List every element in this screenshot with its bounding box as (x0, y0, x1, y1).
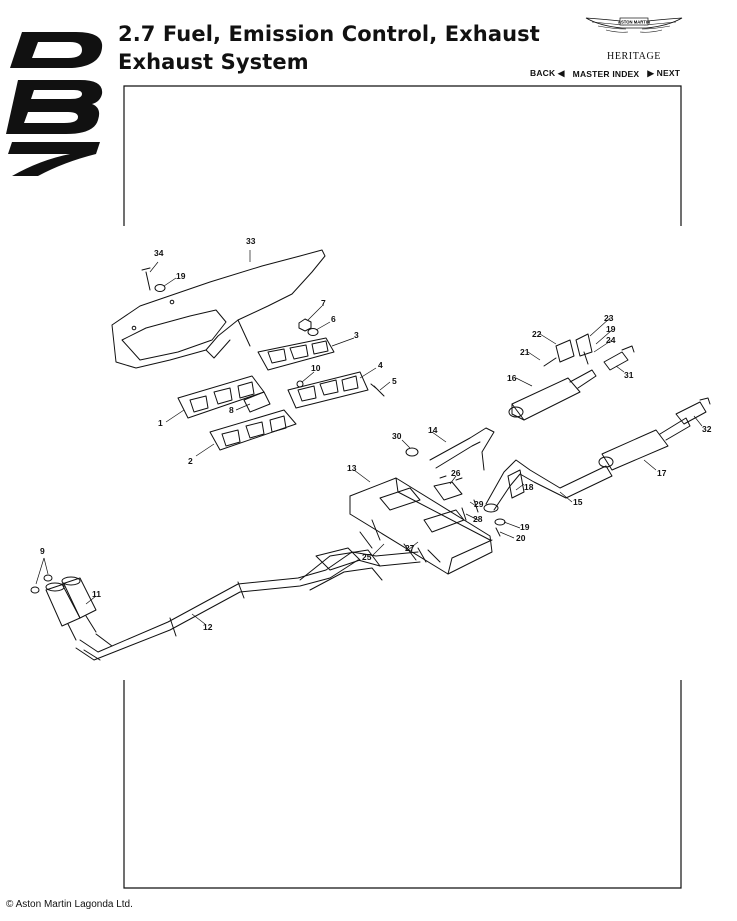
rear-silencer-16-part (508, 369, 597, 421)
catalyst-11-part (45, 576, 97, 641)
callout-20: 20 (516, 533, 526, 543)
bolt-34-part (141, 267, 151, 291)
gasket-4-part (287, 371, 369, 409)
next-label: NEXT (656, 68, 681, 78)
gasket-9a-part (30, 586, 40, 594)
washer-19b-part (494, 518, 506, 526)
callout-2: 2 (188, 456, 193, 466)
page-navigation: BACK ◀ MASTER INDEX ▶ NEXT (530, 68, 680, 79)
callout-1: 1 (158, 418, 163, 428)
tailpipe-32-part (675, 397, 711, 425)
heat-shield-part (111, 249, 326, 369)
next-button[interactable]: ▶ NEXT (647, 68, 680, 79)
callout-5: 5 (392, 376, 397, 386)
callout-13: 13 (347, 463, 357, 473)
bracket-23-part (575, 333, 593, 357)
washer-19-part (154, 284, 166, 292)
next-arrow-icon: ▶ (647, 68, 655, 78)
callout-29: 29 (474, 499, 484, 509)
callout-32: 32 (702, 424, 712, 434)
back-arrow-icon: ◀ (557, 68, 565, 78)
parts-illustration (30, 249, 711, 661)
front-pipe-12-part (75, 551, 421, 661)
logo-letter-d (10, 32, 103, 68)
intermediate-pipes-25-27-part (299, 519, 441, 591)
callout-14: 14 (428, 425, 438, 435)
callout-16: 16 (507, 373, 517, 383)
logo-numeral-7 (8, 142, 100, 176)
callout-labels: 34 33 19 7 6 3 4 5 10 8 1 2 9 11 12 30 1… (40, 236, 712, 632)
clamp-30-part (405, 447, 419, 457)
rear-pipe-15-part (483, 459, 613, 513)
callout-leader-lines (35, 250, 703, 625)
callout-21: 21 (520, 347, 530, 357)
callout-19-right: 19 (606, 324, 616, 334)
washer-6-part (307, 328, 319, 336)
pin-21-part (543, 357, 557, 367)
gasket-2-part (209, 409, 297, 451)
gasket-3-part (257, 337, 335, 371)
mount-26-part (433, 475, 463, 501)
callout-15: 15 (573, 497, 583, 507)
callout-19-lower: 19 (520, 522, 530, 532)
wings-logo-icon: ASTON MARTIN (585, 17, 683, 33)
title-line-2: Exhaust System (118, 50, 309, 74)
back-button[interactable]: BACK ◀ (530, 68, 565, 79)
bolt-24-part (583, 351, 589, 365)
master-index-button[interactable]: MASTER INDEX (572, 68, 640, 79)
callout-7: 7 (321, 298, 326, 308)
centre-silencer-13-part (349, 477, 493, 575)
callout-10: 10 (311, 363, 321, 373)
silencer-17-part (598, 417, 691, 471)
callout-33: 33 (246, 236, 256, 246)
callout-6: 6 (331, 314, 336, 324)
logo-letter-b (6, 80, 103, 134)
callout-17: 17 (657, 468, 667, 478)
back-label: BACK (530, 68, 556, 78)
callout-24: 24 (606, 335, 616, 345)
callout-22: 22 (532, 329, 542, 339)
callout-8: 8 (229, 405, 234, 415)
bracket-22-part (555, 339, 575, 363)
callout-11: 11 (92, 589, 101, 599)
bolt-28-part (461, 507, 467, 521)
callout-34: 34 (154, 248, 164, 258)
brand-badge: ASTON MARTIN HERITAGE (584, 10, 684, 62)
db7-logo (6, 32, 103, 176)
callout-4: 4 (378, 360, 383, 370)
gasket-9b-part (43, 574, 53, 582)
heritage-label: HERITAGE (607, 51, 661, 62)
copyright-footer: © Aston Martin Lagonda Ltd. (6, 899, 133, 910)
diagram-frame (123, 85, 682, 889)
callout-19: 19 (176, 271, 186, 281)
bolt-20-part (495, 527, 501, 537)
mount-18-part (507, 469, 525, 499)
callout-3: 3 (354, 330, 359, 340)
callout-28: 28 (473, 514, 483, 524)
nut-10-part (296, 380, 304, 388)
callout-30: 30 (392, 431, 402, 441)
nut-7-part (298, 318, 312, 332)
callout-18: 18 (524, 482, 534, 492)
bracket-8-part (243, 391, 271, 413)
title-line-1: 2.7 Fuel, Emission Control, Exhaust (118, 22, 540, 46)
callout-25: 25 (362, 552, 372, 562)
tailpipe-31-part (603, 345, 635, 371)
callout-23: 23 (604, 313, 614, 323)
badge-text: ASTON MARTIN (618, 20, 650, 25)
page-title: 2.7 Fuel, Emission Control, Exhaust Exha… (118, 20, 540, 76)
callout-27: 27 (405, 543, 415, 553)
callout-31: 31 (624, 370, 634, 380)
callout-12: 12 (203, 622, 213, 632)
callout-26: 26 (451, 468, 461, 478)
callout-9: 9 (40, 546, 45, 556)
bolt-5-part (370, 383, 385, 397)
pipe-14-part (429, 427, 495, 471)
